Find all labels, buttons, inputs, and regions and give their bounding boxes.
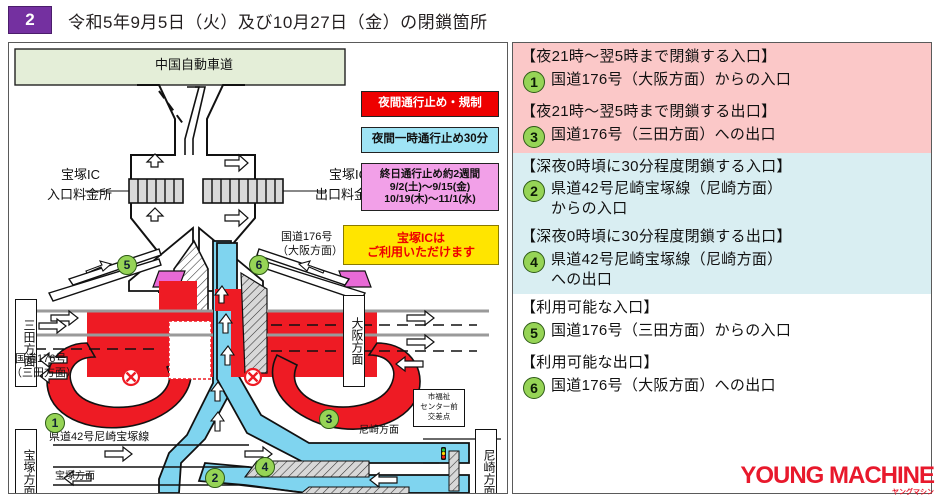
intersection-callout: 市福祉 センター前 交差点	[413, 389, 465, 427]
expressway-band-label: 中国自動車道	[155, 57, 234, 72]
list-item-text: 県道42号尼崎宝塚線（尼崎方面） からの入口	[551, 180, 783, 217]
list-item-number: 4	[523, 251, 545, 273]
group-heading: 【利用可能な出口】	[521, 353, 659, 371]
group-heading: 【利用可能な入口】	[521, 299, 659, 316]
intersection-callout-line2: センター前	[420, 402, 458, 412]
route176-east-lanes	[267, 309, 489, 373]
pref42-sub-label: 宝塚方面	[55, 471, 95, 482]
list-item[interactable]: 3 国道176号（三田方面）への出口	[513, 124, 931, 153]
notice-ic-available-line1: 宝塚ICは	[396, 230, 445, 245]
work-zone-box	[168, 320, 212, 380]
watermark-sub-text: ヤングマシン	[892, 489, 934, 496]
toll-plaza-outbound	[202, 178, 284, 204]
legend-allday-line2: 9/2(土)～9/15(金)	[389, 180, 471, 193]
amagasaki-direction-label: 尼崎方面	[359, 425, 399, 436]
legend-night-temp-text: 夜間一時通行止め30分	[371, 133, 489, 146]
legend-allday-line3: 10/19(木)～11/1(水)	[384, 193, 476, 206]
direction-box-sanda: 三田方面	[15, 299, 37, 387]
list-item-text: 国道176号（三田方面）への出口	[551, 125, 776, 143]
closure-group-midnight: 【深夜0時頃に30分程度閉鎖する入口】 2 県道42号尼崎宝塚線（尼崎方面） か…	[513, 152, 931, 294]
list-item-text: 国道176号（大阪方面）からの入口	[551, 70, 792, 88]
median-island-right	[240, 271, 268, 374]
list-item-number: 1	[523, 70, 545, 93]
route176-sanda-label-1: 国道176号	[15, 353, 67, 365]
list-item[interactable]: 4 県道42号尼崎宝塚線（尼崎方面） への出口	[513, 249, 931, 294]
route176-west-lanes	[17, 309, 213, 385]
list-item[interactable]: 2 県道42号尼崎宝塚線（尼崎方面） からの入口	[513, 178, 931, 223]
list-item[interactable]: 6 国道176号（大阪方面）への出口	[513, 375, 931, 404]
group-heading: 【夜21時～翌5時まで閉鎖する出口】	[521, 102, 777, 120]
direction-box-osaka: 大阪方面	[343, 295, 365, 387]
page-header: 2 令和5年9月5日（火）及び10月27日（金）の閉鎖箇所	[0, 0, 940, 40]
expressway-band	[14, 48, 346, 86]
legend-allday-closure: 終日通行止め約2週間 9/2(土)～9/15(金) 10/19(木)～11/1(…	[361, 163, 499, 211]
toll-gate-outbound-label-1: 宝塚IC	[329, 167, 369, 182]
route176-osaka-label-1: 国道176号	[281, 231, 333, 243]
list-item-number: 2	[523, 180, 545, 203]
map-number-5[interactable]: 5	[117, 255, 137, 275]
watermark-main-text: YOUNG MACHINE	[740, 462, 935, 489]
list-item[interactable]: 1 国道176号（大阪方面）からの入口	[513, 69, 931, 98]
toll-gate-inbound-label-1: 宝塚IC	[61, 167, 101, 182]
list-item-text: 国道176号（三田方面）からの入口	[551, 321, 792, 339]
intersection-callout-line3: 交差点	[427, 412, 451, 422]
legend-night-closure-text: 夜間通行止め・規制	[378, 97, 482, 110]
route176-sanda-label-2: （三田方面）	[11, 367, 77, 379]
map-number-2[interactable]: 2	[205, 468, 225, 488]
toll-plaza-inbound	[128, 178, 184, 204]
closure-group-available: 【利用可能な入口】 5 国道176号（三田方面）からの入口 【利用可能な出口】 …	[513, 294, 931, 404]
intersection-callout-line1: 市福祉	[427, 392, 451, 401]
group-heading: 【夜21時～翌5時まで閉鎖する入口】	[521, 48, 777, 65]
list-item-number: 3	[523, 125, 545, 148]
legend-night-temp-closure: 夜間一時通行止め30分	[361, 127, 499, 153]
page-title: 令和5年9月5日（火）及び10月27日（金）の閉鎖箇所	[68, 12, 488, 32]
pref42-label: 県道42号尼崎宝塚線	[49, 431, 150, 443]
section-number-badge: 2	[8, 6, 52, 34]
closure-markers	[121, 367, 263, 387]
map-number-6[interactable]: 6	[249, 255, 269, 275]
legend-allday-line1: 終日通行止め約2週間	[379, 168, 481, 181]
pref-route-42	[53, 444, 469, 493]
watermark-logo: YOUNG MACHINE ヤングマシン	[740, 462, 935, 497]
map-number-3[interactable]: 3	[319, 409, 339, 429]
toll-gate-inbound-label-2: 入口料金所	[47, 187, 113, 202]
notice-ic-available-line2: ご利用いただけます	[366, 245, 475, 259]
list-item-number: 5	[523, 321, 545, 344]
legend-night-closure: 夜間通行止め・規制	[361, 91, 499, 117]
map-number-4[interactable]: 4	[255, 457, 275, 477]
interchange-map: 中国自動車道 宝塚IC 入口料金所 宝塚IC 出口料金所 三田方面 大阪方面 宝…	[8, 42, 508, 494]
direction-box-takarazuka: 宝塚方面	[15, 429, 37, 493]
list-item[interactable]: 5 国道176号（三田方面）からの入口	[513, 320, 931, 349]
list-item-number: 6	[523, 376, 545, 399]
group-heading: 【深夜0時頃に30分程度閉鎖する入口】	[521, 157, 792, 175]
list-item-text: 県道42号尼崎宝塚線（尼崎方面） への出口	[551, 251, 783, 288]
list-item-text: 国道176号（大阪方面）への出口	[551, 376, 776, 394]
closure-group-night: 【夜21時～翌5時まで閉鎖する入口】 1 国道176号（大阪方面）からの入口 【…	[513, 43, 931, 153]
map-number-1[interactable]: 1	[45, 413, 65, 433]
notice-ic-available: 宝塚ICは ご利用いただけます	[343, 225, 499, 265]
direction-box-amagasaki: 尼崎方面	[475, 429, 497, 493]
group-heading: 【深夜0時頃に30分程度閉鎖する出口】	[521, 228, 792, 246]
closure-list-panel: 【夜21時～翌5時まで閉鎖する入口】 1 国道176号（大阪方面）からの入口 【…	[512, 42, 932, 494]
route176-osaka-label-2: （大阪方面）	[277, 245, 343, 257]
